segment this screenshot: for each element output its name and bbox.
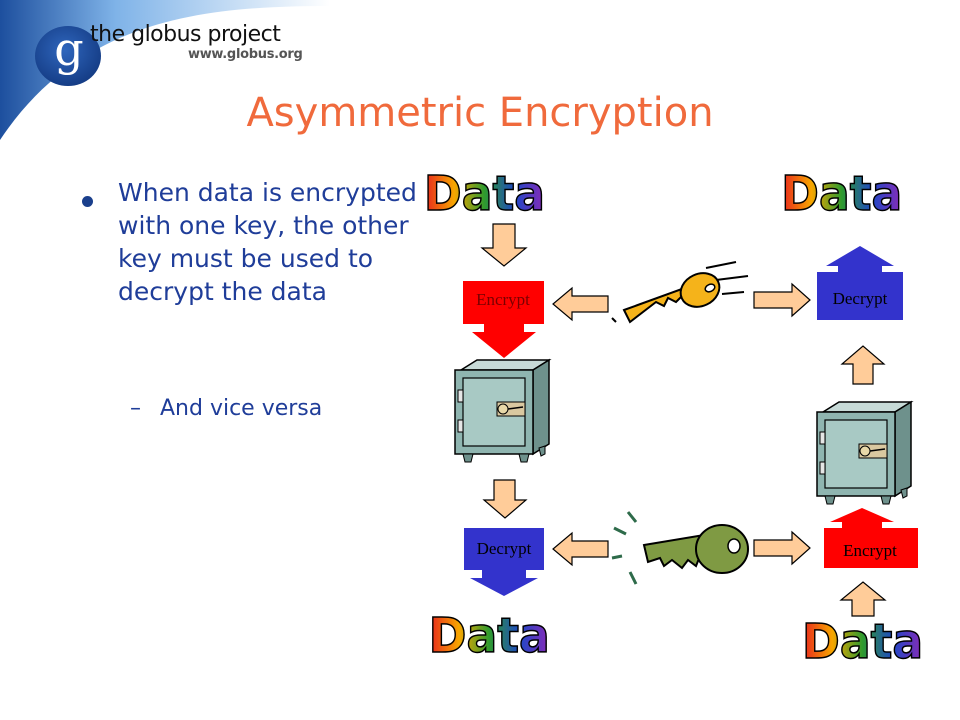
arrow-left-top xyxy=(552,286,609,322)
logo-letter: g xyxy=(54,22,84,76)
slide-title: Asymmetric Encryption xyxy=(246,90,714,136)
encrypt-label-top: Encrypt xyxy=(476,290,530,309)
decrypt-box-top xyxy=(817,246,903,320)
arrow-right-bottom xyxy=(753,530,811,566)
logo-badge xyxy=(35,26,101,86)
arrow-up-bottom xyxy=(839,581,887,617)
logo-swoosh xyxy=(0,0,330,140)
encrypt-label-bottom: Encrypt xyxy=(843,541,897,560)
data-word-bottom-left: Data xyxy=(429,609,550,664)
data-word-bottom-right: Data xyxy=(802,615,923,670)
bullet-icon xyxy=(82,196,93,207)
sub-bullet-text: And vice versa xyxy=(160,396,323,421)
brand-name: the globus project xyxy=(90,22,281,47)
arrow-down-2 xyxy=(482,479,528,519)
gold-key-icon xyxy=(611,261,749,324)
bullet-text: When data is encrypted with one key, the… xyxy=(118,178,417,306)
safe-icon-right xyxy=(816,401,912,505)
sub-bullet-dash: – xyxy=(130,396,141,421)
decrypt-box-bottom xyxy=(464,528,544,596)
decrypt-label-bottom: Decrypt xyxy=(477,539,532,558)
data-word-top-left: Data xyxy=(424,167,545,222)
decrypt-label-top: Decrypt xyxy=(833,289,888,308)
arrow-up-right xyxy=(840,345,886,385)
arrow-right-top xyxy=(753,282,811,318)
safe-icon-left xyxy=(454,359,550,463)
encrypt-box-bottom xyxy=(824,508,918,568)
green-key-icon xyxy=(611,511,749,585)
encrypt-box-top xyxy=(463,281,544,358)
data-word-top-right: Data xyxy=(781,167,902,222)
brand-url: www.globus.org xyxy=(188,47,303,62)
arrow-down-1 xyxy=(480,223,528,267)
arrow-left-bottom xyxy=(552,531,609,567)
